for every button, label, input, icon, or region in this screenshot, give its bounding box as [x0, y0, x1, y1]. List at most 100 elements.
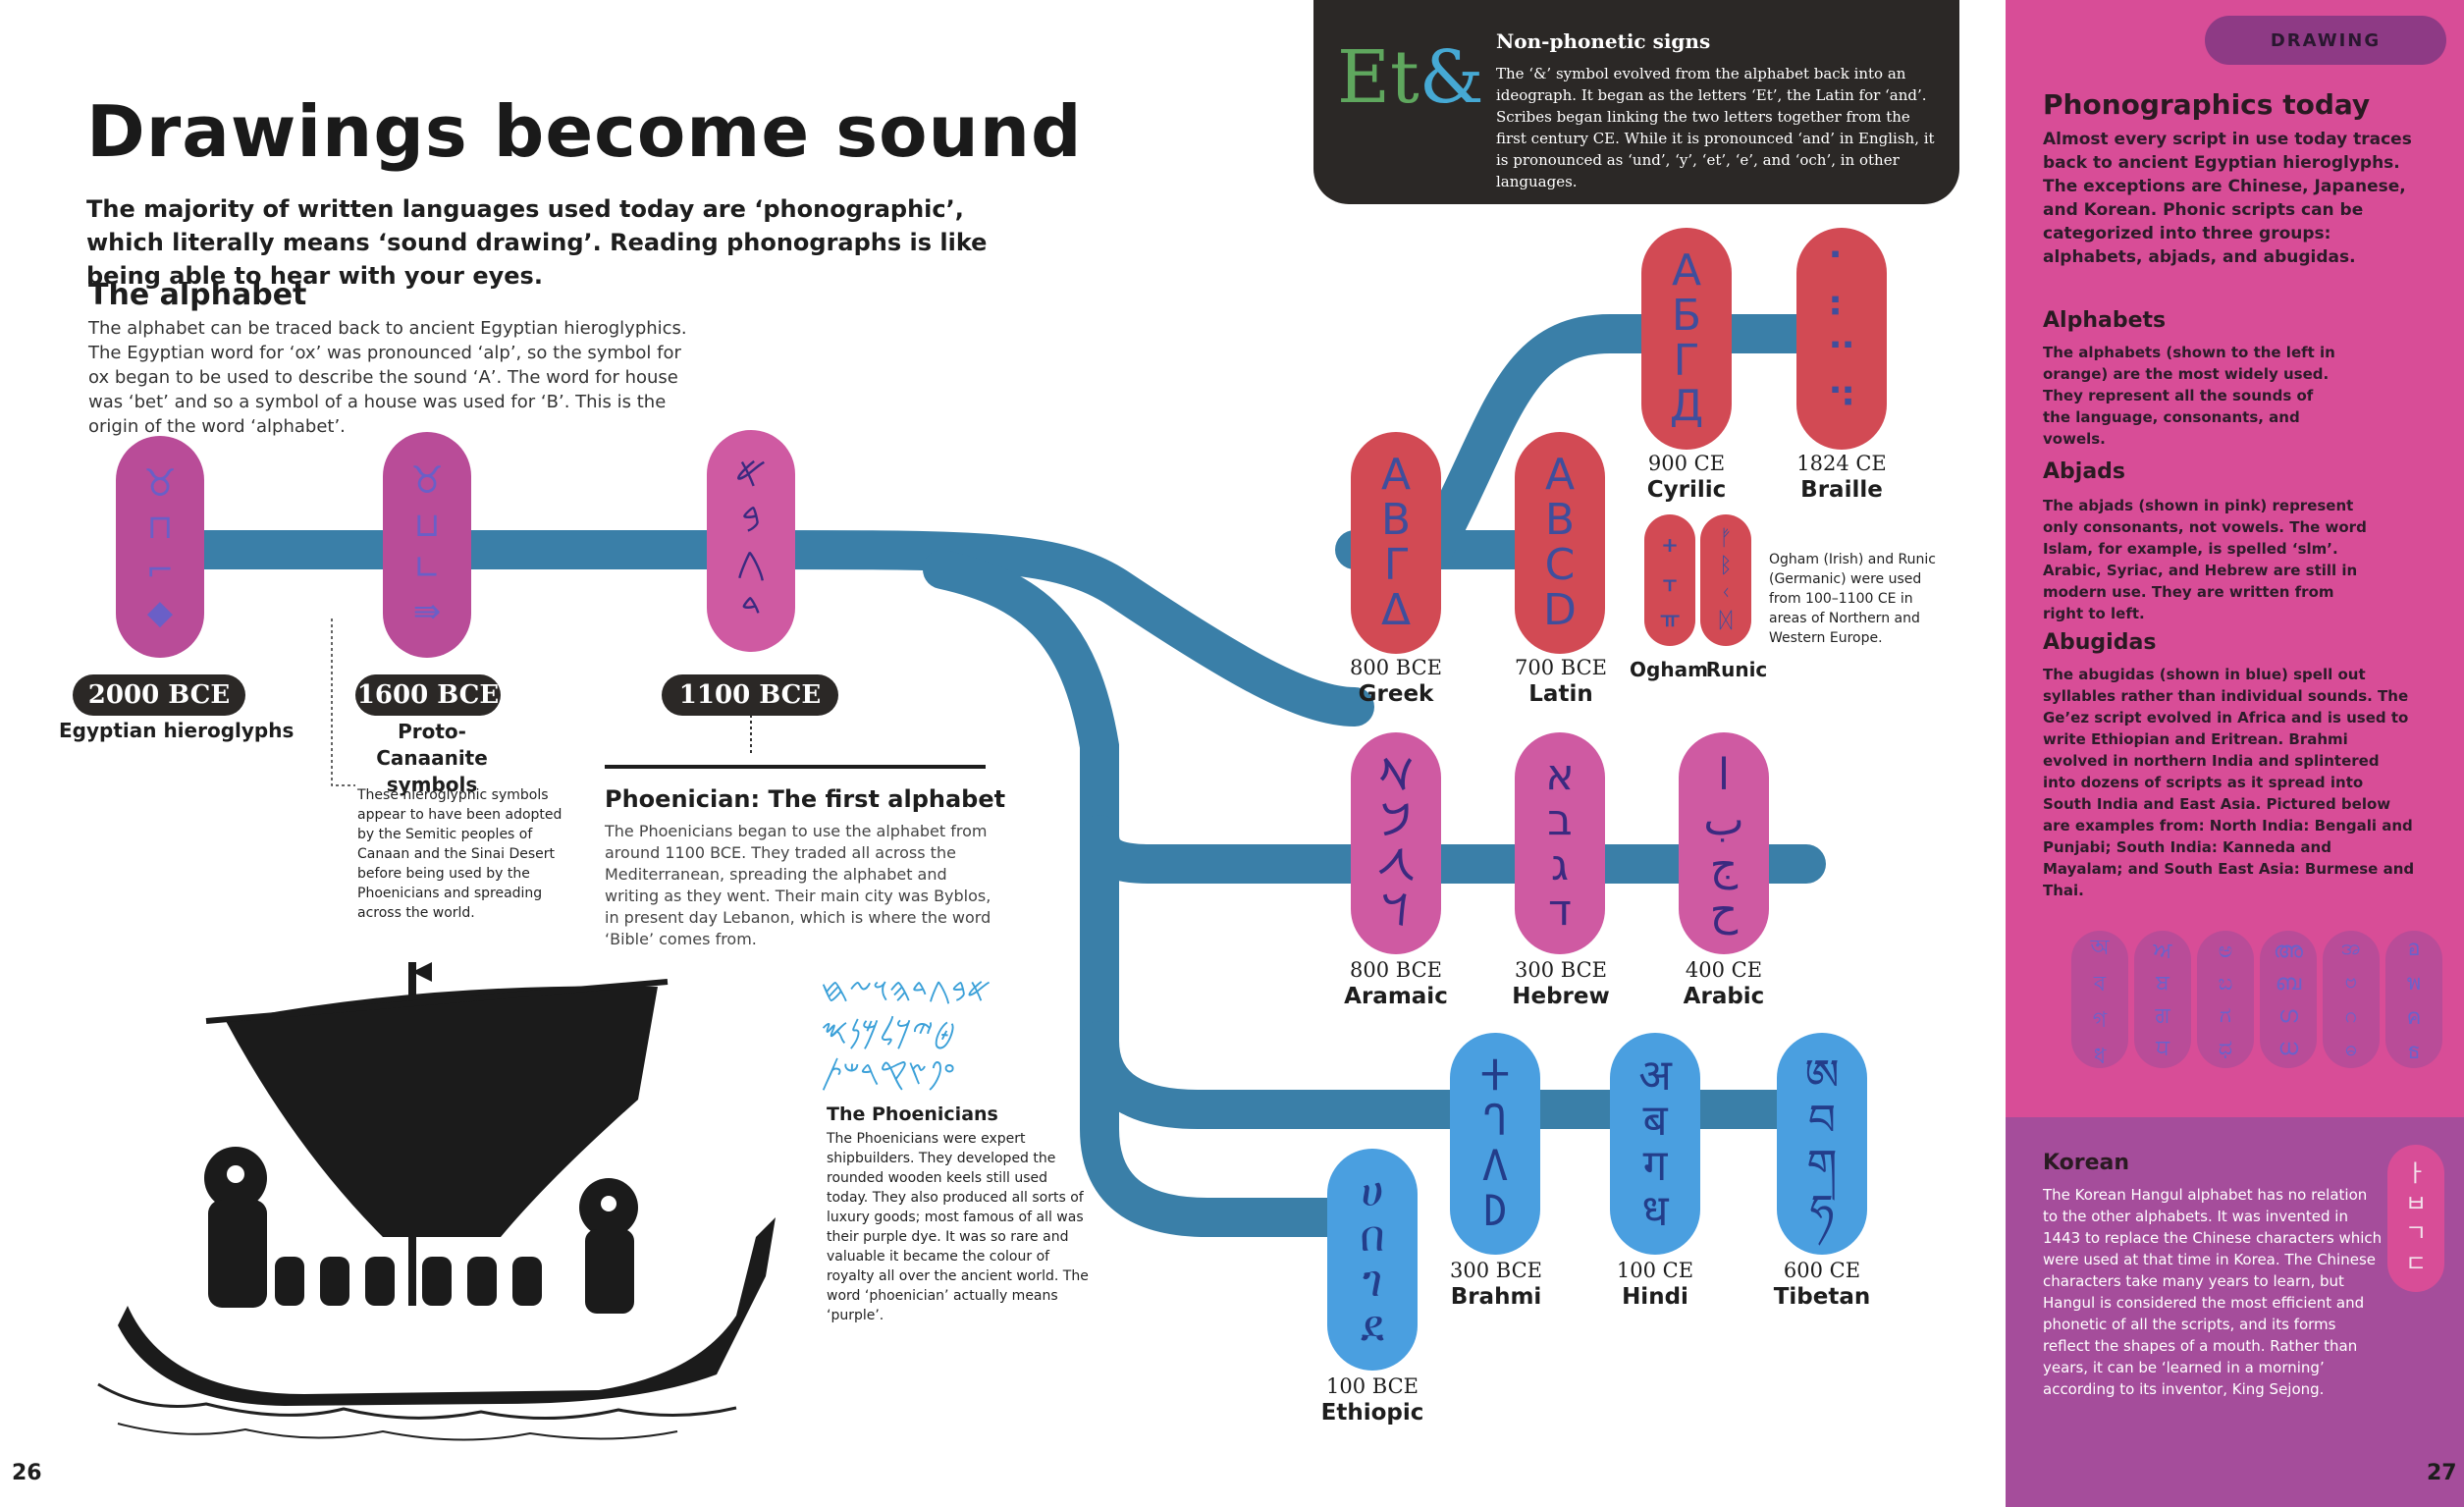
arrow-icon: ⇛ — [412, 592, 442, 631]
glyph: א — [1545, 750, 1575, 800]
glyph: ⠁ — [1825, 245, 1858, 296]
glyph: ಬ — [2218, 971, 2233, 996]
phoenician-heading: Phoenician: The first alphabet — [605, 785, 1006, 813]
brahmi-pill: 𑀓 𑀔 𑀕 𑀥 — [1450, 1033, 1540, 1255]
ogham-pill: ᚐ ᚁ ᚂ — [1644, 514, 1695, 646]
page-title: Drawings become sound — [86, 90, 1083, 173]
glyph: Г — [1673, 336, 1700, 386]
glyph: 𑀔 — [1482, 1096, 1508, 1146]
proto-name: Proto-Canaanite symbols — [376, 720, 488, 796]
latin-name: Latin — [1528, 681, 1593, 707]
arabic-name: Arabic — [1683, 984, 1765, 1009]
runic-name: Runic — [1705, 658, 1768, 681]
glyph: ဂ — [2344, 1002, 2358, 1028]
glyph: അ — [2274, 939, 2303, 963]
egyptian-date: 2000 BCE — [73, 674, 245, 716]
glyph: ب — [1703, 795, 1744, 845]
glyph: ಅ — [2218, 939, 2233, 963]
hebrew-date: 300 BCE — [1515, 958, 1607, 982]
glyph: ਗ — [2155, 1003, 2170, 1028]
glyph: ग — [1642, 1141, 1668, 1191]
glyph: ག — [1806, 1141, 1838, 1191]
glyph: ㄱ — [2404, 1219, 2428, 1248]
greek-date: 800 BCE — [1350, 656, 1442, 679]
glyph: ཧ — [1809, 1186, 1835, 1236]
glyph: ਧ — [2156, 1036, 2169, 1060]
glyph: C — [1544, 540, 1576, 590]
non-phonetic-text: The ‘&’ symbol evolved from the alphabet… — [1496, 65, 1935, 190]
glyph: ج — [1709, 840, 1739, 890]
ethiopic-name: Ethiopic — [1320, 1400, 1424, 1426]
glyph: ג — [1550, 840, 1570, 890]
fish-icon: ◆ — [146, 592, 174, 632]
et-ampersand-icon: Et& — [1337, 35, 1484, 120]
today-text: Almost every script in use today traces … — [2043, 130, 2412, 267]
proto-note: These hieroglyphic symbols appear to hav… — [357, 787, 562, 921]
glyph: Д — [1669, 381, 1704, 431]
glyph: ᚂ — [1660, 601, 1680, 630]
glyph: བ — [1807, 1096, 1837, 1146]
glyph: Β — [1380, 495, 1412, 545]
house-outline-icon: ⊔ — [413, 506, 441, 545]
glyph: ธ — [2407, 1040, 2421, 1064]
corner-icon: ∟ — [412, 549, 442, 588]
script-row: 𐤏𐤐𐤑𐤒𐤓𐤔𐤕 — [821, 1053, 956, 1093]
glyph: ⠉ — [1825, 336, 1858, 386]
glyph: ㄷ — [2404, 1250, 2428, 1278]
phoenicians-text: The Phoenicians were expert shipbuilders… — [827, 1131, 1089, 1323]
glyph: 𐡁 — [1380, 795, 1412, 845]
glyph: अ — [1638, 1050, 1672, 1101]
glyph: พ — [2406, 971, 2422, 996]
ogham-name: Ogham — [1630, 658, 1708, 681]
glyph: Α — [1380, 450, 1412, 500]
glyph: ব — [2093, 972, 2107, 996]
bengali-pill: অ ব গ ধ — [2071, 931, 2128, 1069]
phoenician-date: 1100 BCE — [662, 674, 838, 716]
et-text: Et — [1337, 35, 1419, 120]
abugidas-text: The abugidas (shown in blue) spell out s… — [2043, 666, 2415, 899]
stick-icon: ⌐ — [145, 550, 175, 590]
glyph: ᛒ — [1719, 554, 1733, 578]
glyph: ㅂ — [2404, 1189, 2428, 1217]
glyph: ค — [2406, 1005, 2422, 1030]
abjads-text: The abjads (shown in pink) represent onl… — [2043, 497, 2367, 622]
egyptian-name: Egyptian hieroglyphs — [59, 719, 295, 742]
hindi-pill: अ ब ग ध — [1610, 1033, 1700, 1255]
ampersand-text: & — [1419, 35, 1484, 120]
arabic-pill: ا ب ج ح — [1679, 732, 1769, 954]
glyph: D — [1543, 585, 1577, 635]
glyph: ا — [1717, 750, 1731, 800]
glyph: 𐡂 — [1377, 840, 1415, 890]
non-phonetic-heading: Non-phonetic signs — [1496, 29, 1711, 53]
glyph: ᛞ — [1719, 609, 1733, 633]
intro-text: The majority of written languages used t… — [86, 195, 988, 290]
hindi-name: Hindi — [1622, 1284, 1688, 1310]
hebrew-pill: א ב ג ד — [1515, 732, 1605, 954]
glyph: ध — [1641, 1186, 1669, 1236]
glyph: Δ — [1380, 585, 1412, 635]
glyph: ब — [1642, 1096, 1668, 1146]
alphabet-heading: The alphabet — [88, 278, 307, 312]
glyph: ഗ — [2277, 1003, 2299, 1028]
sidebar-panel — [2006, 0, 2464, 1117]
glyph: А — [1671, 245, 1702, 296]
alphabets-text: The alphabets (shown to the left in oran… — [2043, 344, 2335, 448]
phoenician-pill: 𐤀 𐤁 𐤂 𐤃 — [707, 430, 795, 652]
glyph: ᚲ — [1719, 581, 1733, 606]
glyph: 𐡀 — [1377, 750, 1415, 800]
today-heading: Phonographics today — [2043, 88, 2371, 121]
glyph: 𐤁 — [740, 493, 762, 543]
house-icon: ⊓ — [146, 508, 174, 548]
page-number-right: 27 — [2427, 1461, 2457, 1485]
ox-icon: ♉ — [409, 458, 445, 502]
glyph: ደ — [1361, 1302, 1384, 1352]
glyph: ح — [1709, 886, 1739, 936]
script-row: 𐤈𐤉𐤊𐤋𐤌𐤍𐤎 — [821, 1012, 956, 1051]
glyph: 𑀕 — [1480, 1141, 1510, 1191]
ogham-runic-note: Ogham (Irish) and Runic (Germanic) were … — [1769, 552, 1936, 646]
glyph: ਅ — [2153, 939, 2172, 963]
brahmi-name: Brahmi — [1450, 1284, 1542, 1310]
glyph: ⠃ — [1825, 291, 1858, 341]
thai-pill: อ พ ค ธ — [2385, 931, 2442, 1068]
latin-date: 700 BCE — [1515, 656, 1607, 679]
